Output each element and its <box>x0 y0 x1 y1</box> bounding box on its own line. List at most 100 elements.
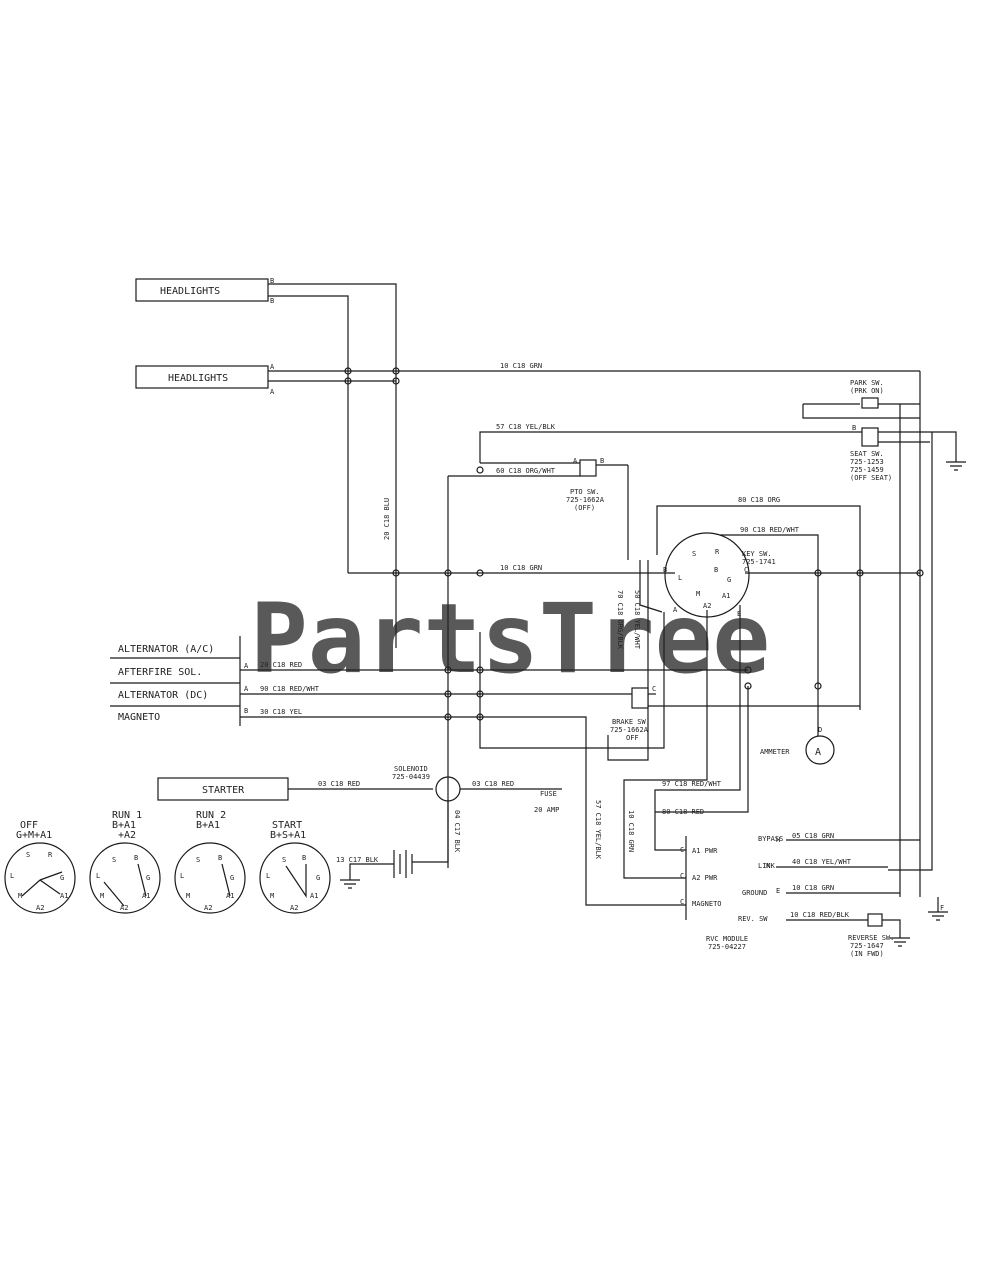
fuse-amp: 20 AMP <box>534 806 559 814</box>
harness-afterfire: AFTERFIRE SOL. <box>118 667 202 678</box>
run1-term-a1: A1 <box>142 892 150 900</box>
rvc-module-label: RVC MODULE <box>706 935 748 943</box>
off-term-a2: A2 <box>36 904 44 912</box>
solenoid-pn: 725-04439 <box>392 773 430 781</box>
wire-10-grn-gnd: 10 C18 GRN <box>792 884 834 892</box>
wire-20-blu: 20 C18 BLU <box>383 498 391 540</box>
off-term-r: R <box>48 851 53 859</box>
wire-57-yel-blk-vert: 57 C18 YEL/BLK <box>594 800 602 860</box>
brake-switch-state: OFF <box>626 734 639 742</box>
run2-term-s: S <box>196 856 200 864</box>
wire-90-red-wht-key: 90 C18 RED/WHT <box>740 526 800 534</box>
rvc-pin-e: E <box>776 887 780 895</box>
rvc-module-pn: 725-04227 <box>708 943 746 951</box>
off-term-m: M <box>18 892 22 900</box>
rvc-pin-magneto: MAGNETO <box>692 900 722 908</box>
wire-13-blk: 13 C17 BLK <box>336 856 379 864</box>
key-term-b: B <box>714 566 718 574</box>
start-term-l: L <box>266 872 270 880</box>
wire-90-red-wht-alt: 90 C18 RED/WHT <box>260 685 320 693</box>
key-switch-label: KEY SW. <box>742 550 772 558</box>
wire-97-red-wht: 97 C18 RED/WHT <box>662 780 722 788</box>
run2-term-a1: A1 <box>226 892 234 900</box>
start-term-g: G <box>316 874 320 882</box>
pin-b-top-2: B <box>270 297 274 305</box>
brake-switch-label: BRAKE SW. <box>612 718 650 726</box>
wire-10-grn-top: 10 C18 GRN <box>500 362 542 370</box>
rvc-pin-h: H <box>776 836 780 844</box>
wire-10-grn-ctrl: 10 C18 GRN <box>627 810 635 852</box>
key-term-r: R <box>715 548 720 556</box>
run2-term-g: G <box>230 874 234 882</box>
headlights-box-bottom: HEADLIGHTS A A <box>135 363 275 396</box>
key-position-off-name: OFF <box>20 820 38 831</box>
wire-70-org-blk: 70 C18 ORG/BLK <box>616 590 624 650</box>
pto-pin-b: B <box>600 457 604 465</box>
reverse-switch-label: REVERSE SW. <box>848 934 894 942</box>
wire-30-yel: 30 C18 YEL <box>260 708 302 716</box>
key-position-run1-name: RUN 1 <box>112 810 142 821</box>
reverse-switch-state: (IN FWD) <box>850 950 884 958</box>
key-term-m: M <box>696 590 700 598</box>
solenoid-label: SOLENOID <box>394 765 428 773</box>
headlights-box-top: HEADLIGHTS B B <box>135 277 274 305</box>
run2-term-a2: A2 <box>204 904 212 912</box>
wire-50-yel-wht: 50 C18 YEL/WHT <box>633 590 641 650</box>
brake-switch-pn: 725-1662A <box>610 726 649 734</box>
pto-switch-pn: 725-1662A <box>566 496 605 504</box>
pin-a-headlights-2: A <box>270 388 275 396</box>
battery <box>393 850 413 878</box>
wire-80-org: 80 C18 ORG <box>738 496 780 504</box>
key-position-run1-combo2: +A2 <box>118 830 136 841</box>
run1-term-b: B <box>134 854 138 862</box>
wire-10-red-blk: 10 C18 RED/BLK <box>790 911 850 919</box>
wire-20-red: 20 C18 RED <box>260 661 302 669</box>
park-switch-label: PARK SW. <box>850 379 884 387</box>
key-term-a2: A2 <box>703 602 711 610</box>
ammeter-pin-d: D <box>818 726 822 734</box>
harness-alt-ac: ALTERNATOR (A/C) <box>118 644 214 655</box>
seat-switch-pn1: 725-1253 <box>850 458 884 466</box>
start-term-a2: A2 <box>290 904 298 912</box>
key-position-off-combo: G+M+A1 <box>16 830 52 841</box>
harness-pin-b: B <box>244 707 248 715</box>
run2-term-m: M <box>186 892 190 900</box>
run1-term-a2: A2 <box>120 904 128 912</box>
start-term-m: M <box>270 892 274 900</box>
run2-term-l: L <box>180 872 184 880</box>
ground-pin-f: F <box>940 904 944 912</box>
key-position-run1-combo: B+A1 <box>112 820 136 831</box>
run1-term-s: S <box>112 856 116 864</box>
start-term-b: B <box>302 854 306 862</box>
key-position-run2-combo: B+A1 <box>196 820 220 831</box>
rvc-pin-k: K <box>766 862 771 870</box>
seat-pin-b: B <box>852 424 856 432</box>
key-pin-a: A <box>673 606 678 614</box>
key-term-g: G <box>727 576 731 584</box>
pin-a-headlights: A <box>270 363 275 371</box>
seat-switch-pn2: 725-1459 <box>850 466 884 474</box>
ammeter-symbol: A <box>815 747 821 758</box>
solenoid: SOLENOID 725-04439 <box>392 765 461 802</box>
start-term-a1: A1 <box>310 892 318 900</box>
key-position-start-combo: B+S+A1 <box>270 830 306 841</box>
wire-03-red-starter: 03 C18 RED <box>318 780 360 788</box>
off-term-a1: A1 <box>60 892 68 900</box>
headlights-label-top: HEADLIGHTS <box>160 286 220 297</box>
rvc-pin-a2: A2 PWR <box>692 874 718 882</box>
harness-pin-a1: A <box>244 662 249 670</box>
rvc-pin-ground: GROUND <box>742 889 767 897</box>
seat-switch-state: (OFF SEAT) <box>850 474 892 482</box>
run2-term-b: B <box>218 854 222 862</box>
harness-alt-dc: ALTERNATOR (DC) <box>118 690 208 701</box>
rvc-pin-link: LINK <box>758 862 776 870</box>
pin-b-top: B <box>270 277 274 285</box>
reverse-switch-pn: 725-1647 <box>850 942 884 950</box>
headlights-label-bottom: HEADLIGHTS <box>168 373 228 384</box>
pto-switch-state: (OFF) <box>574 504 595 512</box>
off-term-s: S <box>26 851 30 859</box>
rvc-pin-bypass: BYPASS <box>758 835 783 843</box>
off-term-l: L <box>10 872 14 880</box>
rvc-module: C C C A1 PWR A2 PWR MAGNETO BYPASS LINK … <box>680 835 783 951</box>
pto-switch-label: PTO SW. <box>570 488 600 496</box>
